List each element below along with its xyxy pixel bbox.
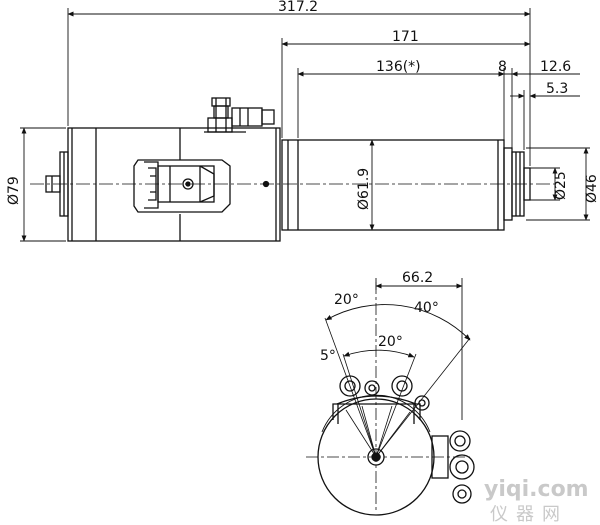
dim-dia-79: Ø79 (6, 176, 22, 205)
angle-20-inner: 20° (378, 334, 403, 350)
dim-dia-46: Ø46 (584, 174, 600, 203)
front-fittings (339, 375, 430, 411)
housing-mark (262, 180, 270, 188)
front-housing-circle (317, 398, 435, 516)
dim-8: 8 (498, 59, 507, 75)
dim-overall-length: 317.2 (278, 0, 318, 15)
air-fittings (204, 97, 275, 133)
connector-block (133, 159, 231, 213)
front-side-connector (431, 430, 475, 504)
dim-dia-61-9: Ø61.9 (356, 168, 372, 210)
dim-171: 171 (392, 29, 419, 45)
watermark-site: yiqi.com (484, 477, 589, 502)
motor-housing (67, 127, 281, 242)
watermark-brand: 仪器网 (490, 504, 568, 525)
dim-dia-25: Ø25 (553, 171, 569, 200)
dim-66-2: 66.2 (402, 270, 433, 286)
spindle-body (281, 139, 505, 231)
dim-136: 136(*) (376, 59, 421, 75)
front-connector-shell (336, 395, 417, 405)
angle-5: 5° (320, 348, 336, 364)
dim-12-6: 12.6 (540, 59, 571, 75)
side-dimensions (20, 8, 590, 242)
angle-annotations (324, 278, 471, 458)
front-central-bore (367, 448, 385, 466)
side-view (30, 97, 560, 242)
dim-5-3: 5.3 (546, 81, 568, 97)
angle-40: 40° (414, 300, 439, 316)
angle-20-outer: 20° (334, 292, 359, 308)
front-view (306, 282, 475, 516)
collet (523, 167, 531, 201)
